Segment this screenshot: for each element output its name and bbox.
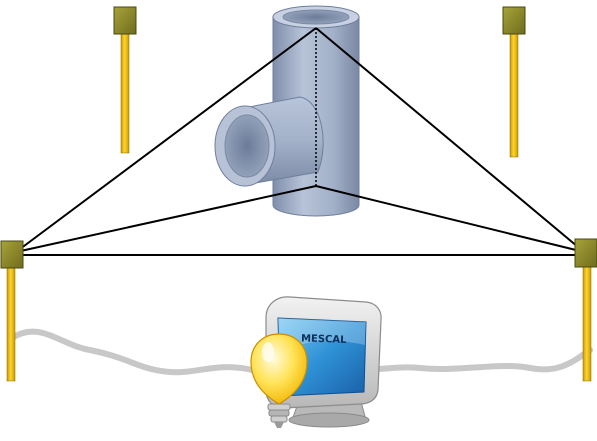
sensor-head (113, 6, 137, 35)
sensor-head (0, 240, 24, 269)
sensor-pole (6, 264, 16, 382)
sensor-front-right (574, 238, 597, 382)
pipe-tee-fitting (214, 5, 360, 217)
lightbulb-icon (250, 333, 308, 428)
sensor-pole (120, 32, 130, 154)
sensor-back-right (502, 6, 526, 158)
triangulation-lines (15, 27, 585, 256)
sensor-head (574, 238, 597, 268)
sensor-front-left (0, 240, 24, 382)
sensor-pole (509, 32, 519, 158)
monitor-screen-text: MESCAL (301, 333, 347, 346)
sensor-back-left (113, 6, 137, 154)
sensor-pole (582, 264, 592, 382)
sensor-head (502, 6, 526, 35)
